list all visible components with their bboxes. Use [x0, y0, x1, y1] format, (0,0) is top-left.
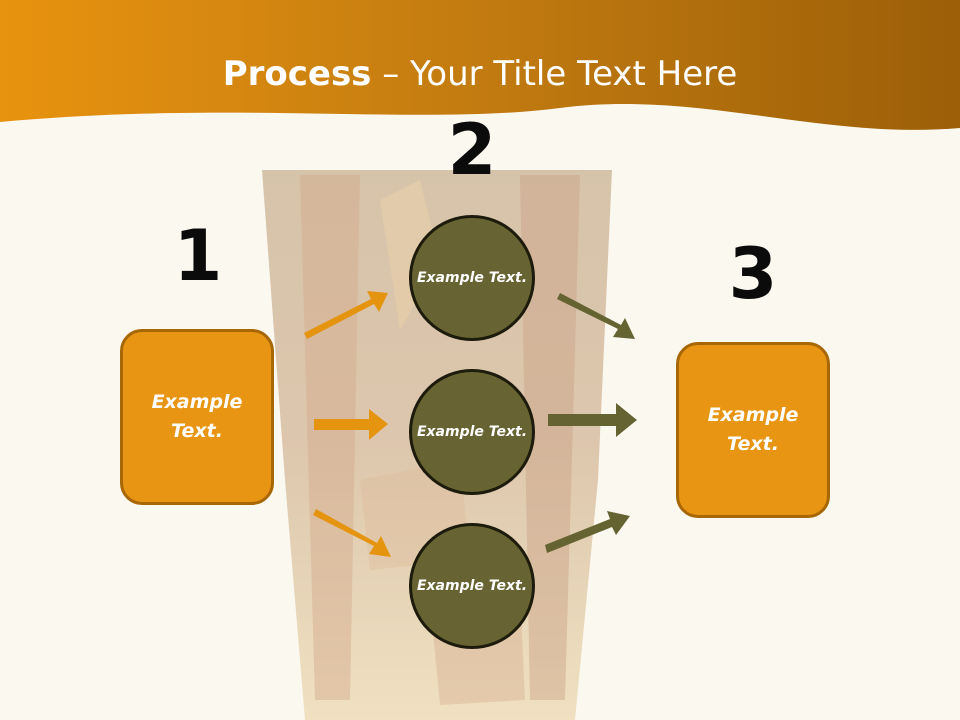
olive-arrows	[545, 293, 637, 553]
arrow-1-to-bottom	[313, 509, 391, 557]
arrow-top-to-3	[557, 293, 635, 339]
step-3-text: Example Text.	[707, 404, 799, 455]
orange-arrows	[304, 291, 391, 557]
step-2-top-text: Example Text.	[416, 269, 528, 286]
step-number-2: 2	[447, 109, 497, 191]
title-banner	[0, 0, 960, 130]
step-2-bottom-text: Example Text.	[416, 577, 528, 594]
step-2-circle-top: Example Text.	[409, 215, 535, 341]
title-rest-part: – Your Title Text Here	[371, 54, 738, 94]
arrow-1-to-middle	[314, 409, 388, 440]
step-1-text: Example Text.	[151, 391, 243, 442]
step-2-circle-middle: Example Text.	[409, 369, 535, 495]
arrow-middle-to-3	[548, 403, 637, 437]
arrow-1-to-top	[304, 291, 388, 339]
step-number-3: 3	[728, 233, 778, 315]
step-1-box: Example Text.	[120, 329, 274, 505]
step-3-box: Example Text.	[676, 342, 830, 518]
step-2-middle-text: Example Text.	[416, 423, 528, 440]
step-number-1: 1	[173, 215, 223, 297]
title-bold-part: Process	[222, 54, 372, 94]
step-2-circle-bottom: Example Text.	[409, 523, 535, 649]
page-title: Process – Your Title Text Here	[0, 52, 960, 96]
arrow-bottom-to-3	[545, 511, 630, 553]
